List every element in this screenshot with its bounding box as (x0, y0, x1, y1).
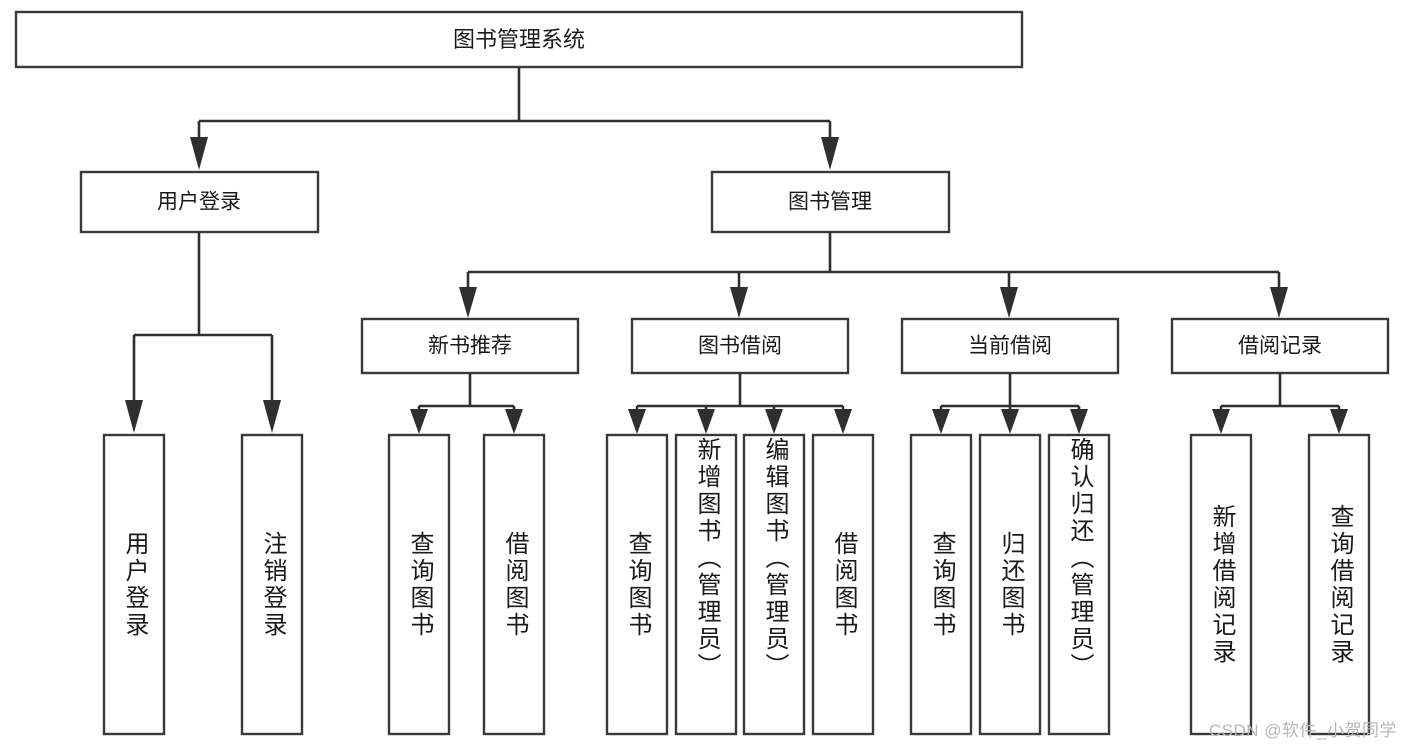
node-borrow-record[interactable]: 借阅记录 (1170, 317, 1390, 375)
arrow-to-leaf-cb-3 (1070, 409, 1088, 434)
arrow-to-book-borrow (730, 287, 748, 318)
arrow-to-leaf-cb-1 (932, 409, 950, 434)
leaf-box-nbr-2[interactable] (482, 433, 546, 736)
leaf-box-user-login-1[interactable] (102, 433, 166, 736)
node-user-login-label: 用户登录 (157, 191, 241, 214)
leaf-box-bb-1[interactable] (605, 433, 669, 736)
node-current-borrow[interactable]: 当前借阅 (900, 317, 1120, 375)
arrow-to-leaf-nbr-2 (505, 409, 523, 434)
arrow-to-leaf-bb-4 (834, 409, 852, 434)
node-current-borrow-box[interactable] (900, 317, 1120, 375)
node-book-manage[interactable]: 图书管理 (710, 170, 951, 234)
node-root-box[interactable] (14, 10, 1024, 69)
leaf-box-br-2[interactable] (1307, 433, 1371, 736)
node-book-borrow[interactable]: 图书借阅 (630, 317, 850, 375)
arrow-to-leaf-bb-3 (765, 409, 783, 434)
arrow-to-leaf-nbr-1 (410, 409, 428, 434)
node-new-book-recommend-box[interactable] (360, 317, 580, 375)
leaf-box-nbr-1[interactable] (387, 433, 451, 736)
arrow-to-current-borrow (1000, 287, 1018, 318)
node-borrow-record-box[interactable] (1170, 317, 1390, 375)
node-book-borrow-label: 图书借阅 (698, 335, 782, 358)
node-book-manage-box[interactable] (710, 170, 951, 234)
leaf-box-cb-1[interactable] (909, 433, 973, 736)
leaf-box-cb-3[interactable] (1047, 433, 1111, 736)
arrow-to-leaf-user-login-1 (125, 400, 143, 433)
node-book-borrow-box[interactable] (630, 317, 850, 375)
node-book-manage-label: 图书管理 (788, 191, 872, 214)
leaf-box-cb-2[interactable] (978, 433, 1042, 736)
leaf-box-bb-2[interactable] (674, 433, 738, 736)
arrow-to-borrow-record (1270, 287, 1288, 318)
leaf-box-bb-3[interactable] (742, 433, 806, 736)
leaf-box-user-login-2[interactable] (240, 433, 304, 736)
arrow-to-book-manage (821, 137, 839, 170)
node-current-borrow-label: 当前借阅 (968, 335, 1052, 358)
arrow-to-user-login (190, 137, 208, 170)
node-user-login[interactable]: 用户登录 (79, 170, 320, 234)
arrow-to-leaf-cb-2 (1001, 409, 1019, 434)
arrow-to-new-book-recommend (459, 287, 477, 318)
arrow-to-leaf-br-2 (1330, 409, 1348, 434)
node-root[interactable]: 图书管理系统 (14, 10, 1024, 69)
watermark: CSDN @软件_小贺同学 (1208, 721, 1397, 740)
leaf-box-br-1[interactable] (1189, 433, 1253, 736)
arrow-to-leaf-bb-1 (628, 409, 646, 434)
node-borrow-record-label: 借阅记录 (1238, 335, 1322, 358)
node-new-book-recommend-label: 新书推荐 (428, 335, 512, 358)
node-new-book-recommend[interactable]: 新书推荐 (360, 317, 580, 375)
leaf-box-bb-4[interactable] (811, 433, 875, 736)
arrow-to-leaf-br-1 (1212, 409, 1230, 434)
arrow-to-leaf-user-login-2 (263, 400, 281, 433)
node-root-label: 图书管理系统 (453, 27, 585, 52)
arrow-to-leaf-bb-2 (697, 409, 715, 434)
